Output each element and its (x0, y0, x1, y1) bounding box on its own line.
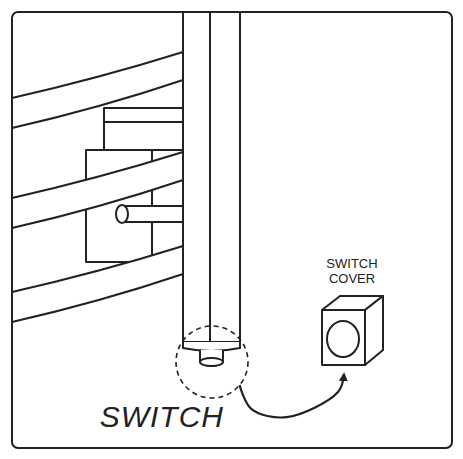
part-label: SWITCH (62, 400, 224, 434)
rail (12, 52, 183, 128)
rail (12, 246, 183, 322)
bracket-arm (104, 108, 183, 150)
switch-knob-end (200, 358, 223, 366)
switch-callout: SWITCH (174, 324, 250, 400)
dashed-circle (174, 324, 250, 400)
frame (12, 12, 452, 448)
switch-cover: SWITCH COVER (312, 256, 392, 372)
bar-side (210, 12, 240, 342)
cover-hole (327, 321, 359, 357)
curved-arrow (240, 374, 344, 417)
pin-end (116, 205, 128, 223)
rail (12, 152, 183, 228)
cube-front (322, 310, 365, 365)
bar-front (183, 12, 210, 342)
cube-side (365, 296, 383, 365)
callout-circle (176, 326, 248, 398)
bracket-pin (120, 206, 183, 222)
switch-knob (200, 350, 223, 366)
part-heading: SWITCH COVER (312, 256, 392, 286)
bar-cap (183, 342, 240, 351)
bracket-edge (104, 121, 183, 123)
